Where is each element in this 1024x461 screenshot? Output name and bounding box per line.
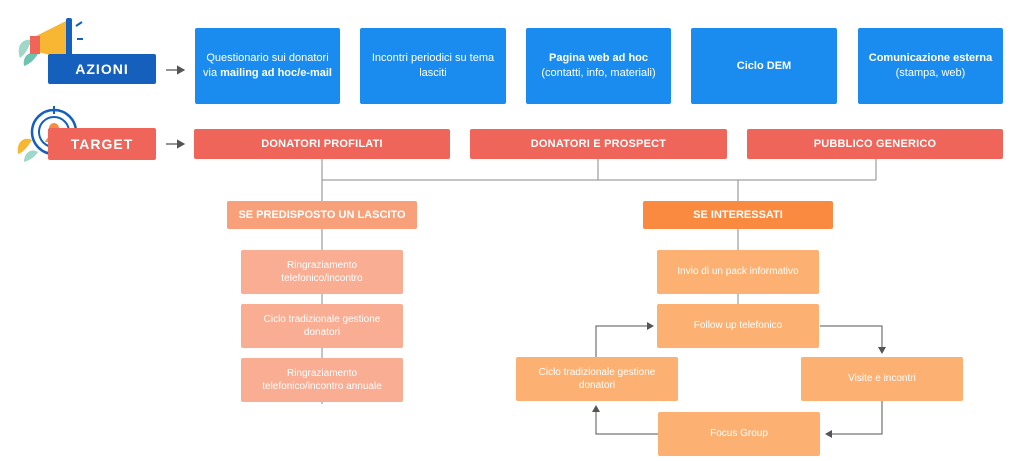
azione-comunicazione: Comunicazione esterna(stampa, web): [858, 28, 1003, 104]
step-ringraziamento-annuale: Ringraziamento telefonico/incontro annua…: [241, 358, 403, 402]
azione-questionario: Questionario sui donatori via mailing ad…: [195, 28, 340, 104]
step-visite-incontri: Visite e incontri: [801, 357, 963, 401]
target-label: TARGET: [48, 128, 156, 160]
target-donatori-profilati: DONATORI PROFILATI: [194, 129, 450, 159]
step-ciclo-tradizionale-left: Ciclo tradizionale gestione donatori: [241, 304, 403, 348]
azione-ciclo-dem: Ciclo DEM: [691, 28, 837, 104]
step-pack-informativo: Invio di un pack informativo: [657, 250, 819, 294]
megaphone-icon: [18, 18, 83, 66]
branch-interessati: SE INTERESSATI: [643, 201, 833, 229]
branch-predisposto-lascito: SE PREDISPOSTO UN LASCITO: [227, 201, 417, 229]
step-ciclo-tradizionale-right: Ciclo tradizionale gestione donatori: [516, 357, 678, 401]
target-pubblico-generico: PUBBLICO GENERICO: [747, 129, 1003, 159]
azioni-label: AZIONI: [48, 54, 156, 84]
target-donatori-prospect: DONATORI E PROSPECT: [470, 129, 727, 159]
azione-pagina-web: Pagina web ad hoc(contatti, info, materi…: [526, 28, 671, 104]
step-focus-group: Focus Group: [658, 412, 820, 456]
step-follow-up: Follow up telefonico: [657, 304, 819, 348]
azione-incontri: Incontri periodici su tema lasciti: [360, 28, 506, 104]
step-ringraziamento: Ringraziamento telefonico/incontro: [241, 250, 403, 294]
